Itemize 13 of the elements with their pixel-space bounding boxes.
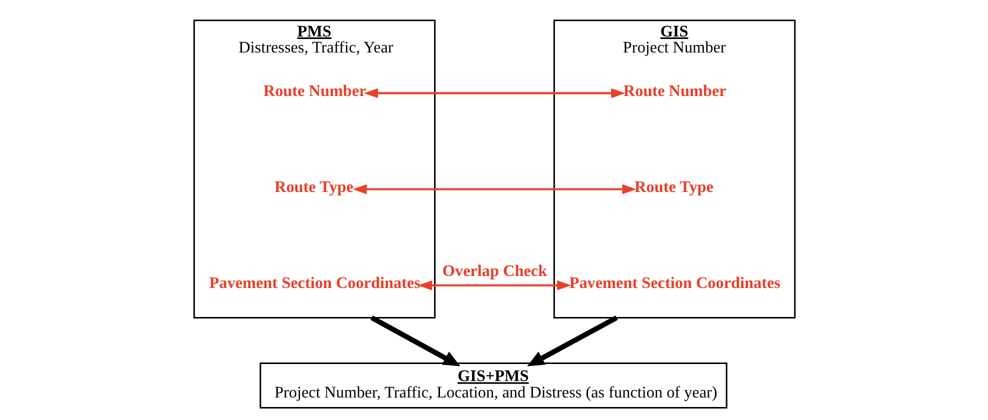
arrow	[417, 280, 571, 290]
node-box: GIS+PMS Project Number, Traffic, Location, and Distress (as function of year)	[259, 362, 727, 408]
node-text: Route Number	[262, 83, 366, 100]
node-text: Route Type	[274, 179, 353, 196]
arrow	[363, 88, 625, 98]
edge-label: Overlap Check	[442, 263, 547, 280]
arrow	[370, 315, 460, 366]
node-text: Route Type	[634, 179, 713, 196]
arrow	[526, 315, 618, 366]
node-text: Route Number	[622, 83, 726, 100]
node-text: Pavement Section Coordinates	[568, 275, 780, 292]
arrow	[352, 184, 636, 194]
node-text: Pavement Section Coordinates	[208, 275, 420, 292]
